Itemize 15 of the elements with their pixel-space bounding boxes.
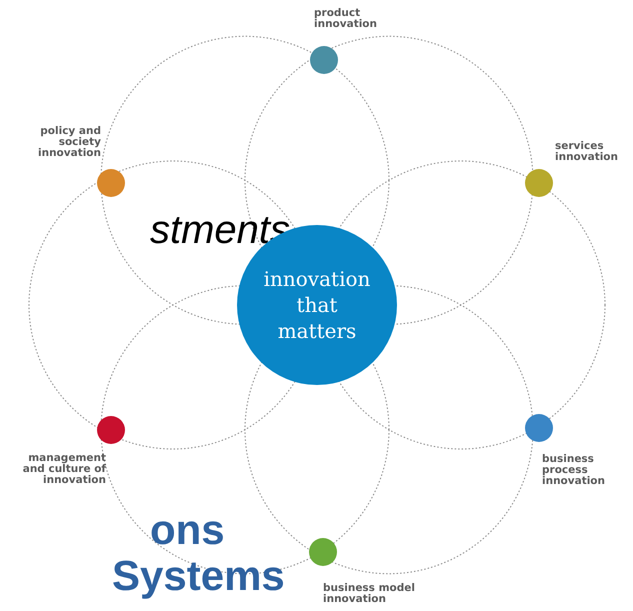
node-caption: product innovation bbox=[314, 8, 378, 30]
colored-dot bbox=[525, 169, 553, 197]
colored-dot bbox=[97, 169, 125, 197]
node-caption: business process innovation bbox=[542, 454, 606, 487]
colored-dot bbox=[97, 416, 125, 444]
circle-text: innovation that matters bbox=[262, 266, 372, 344]
slide-text-fragment: ons bbox=[150, 506, 225, 554]
node-caption: business model innovation bbox=[323, 583, 416, 605]
node-caption: policy and society innovation bbox=[37, 126, 101, 159]
node-caption: services innovation bbox=[555, 141, 619, 163]
node-caption: management and culture of innovation bbox=[22, 453, 106, 486]
slide-text-fragment: Systems bbox=[112, 552, 285, 600]
colored-dot bbox=[525, 414, 553, 442]
colored-dot bbox=[309, 538, 337, 566]
colored-dot bbox=[310, 46, 338, 74]
